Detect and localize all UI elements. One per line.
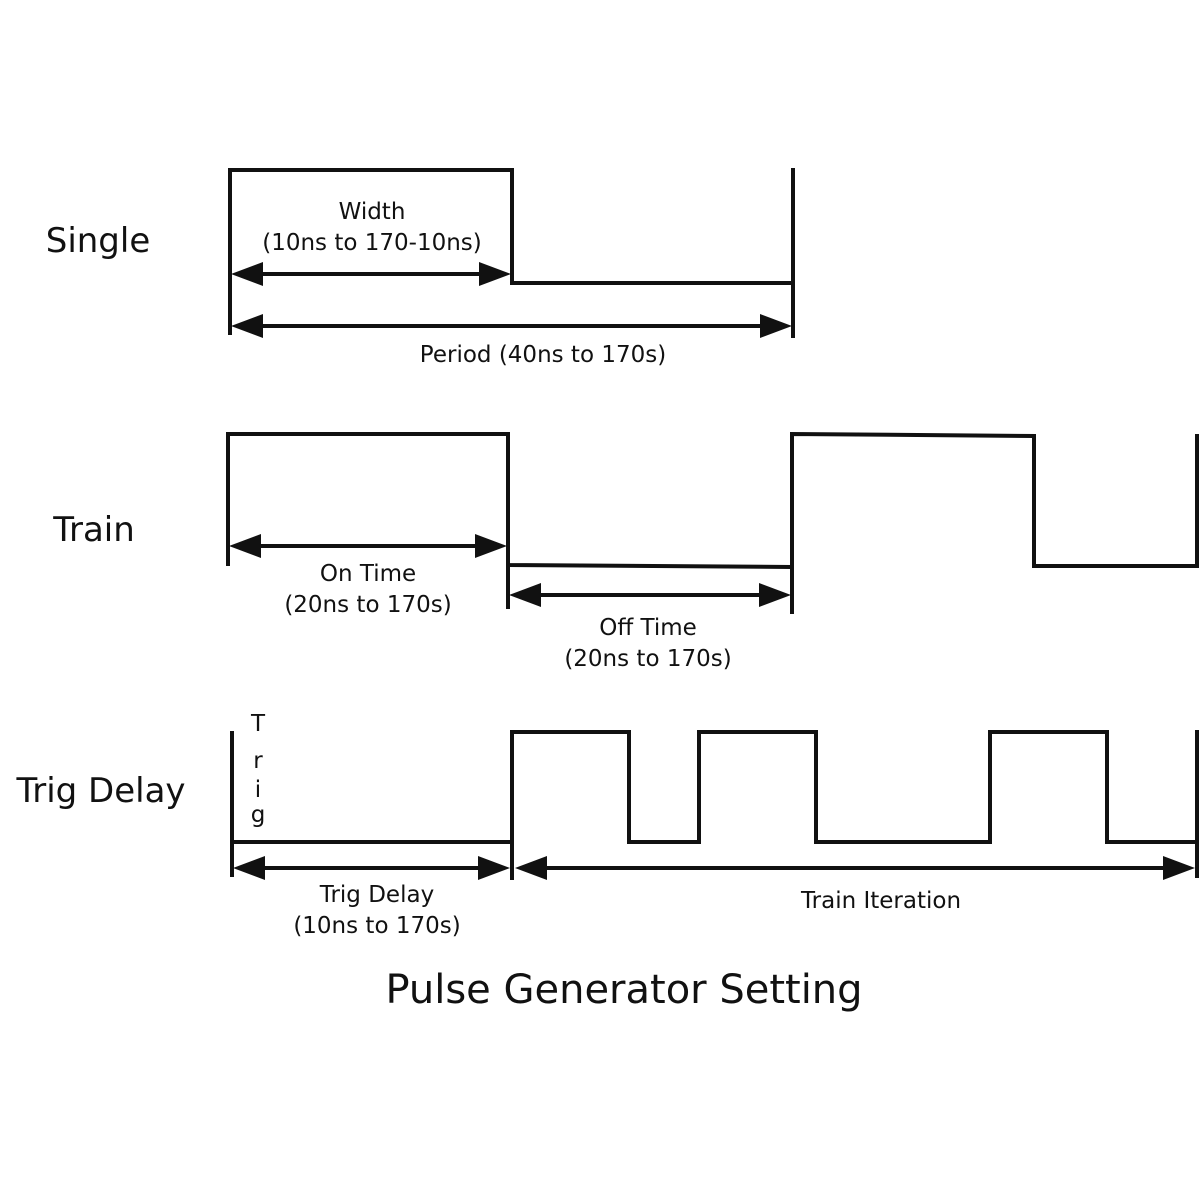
trig-letter-i: i xyxy=(255,777,261,803)
row-label-train: Train xyxy=(52,510,135,550)
off-time-dimension xyxy=(509,583,791,607)
period-arrow-right xyxy=(760,314,792,338)
train-waveform xyxy=(226,431,1199,614)
single-pulse-line xyxy=(228,168,793,335)
off-time-range: (20ns to 170s) xyxy=(564,646,731,672)
row-label-trig-delay: Trig Delay xyxy=(15,771,185,811)
single-waveform xyxy=(228,168,795,338)
width-arrow-left xyxy=(231,262,263,286)
on-time-arrow-right xyxy=(475,534,507,558)
off-time-arrow-left xyxy=(509,583,541,607)
trig-vertical-label: T r i g xyxy=(250,711,266,828)
train-iteration-dimension xyxy=(515,856,1195,880)
on-time-label: On Time xyxy=(320,561,416,587)
train-iteration-label: Train Iteration xyxy=(800,888,961,914)
trig-delay-pulse-train xyxy=(232,730,1197,844)
diagram-title: Pulse Generator Setting xyxy=(385,967,862,1013)
train-pulse-2 xyxy=(790,431,1199,614)
trig-delay-arrow-right xyxy=(478,856,510,880)
on-time-arrow-left xyxy=(229,534,261,558)
width-range: (10ns to 170-10ns) xyxy=(262,230,482,256)
trig-delay-dimension xyxy=(233,856,510,880)
trig-delay-range: (10ns to 170s) xyxy=(293,913,460,939)
train-iteration-arrow-right xyxy=(1163,856,1195,880)
off-time-arrow-right xyxy=(759,583,791,607)
single-period-dimension xyxy=(231,314,792,338)
trig-delay-waveform xyxy=(230,730,1199,880)
off-time-label: Off Time xyxy=(599,615,697,641)
row-label-single: Single xyxy=(46,221,151,261)
on-time-dimension xyxy=(229,534,507,558)
width-label: Width xyxy=(339,199,406,225)
single-width-dimension xyxy=(231,262,511,286)
trig-letter-g: g xyxy=(251,802,266,828)
trig-letter-r: r xyxy=(253,748,263,774)
period-arrow-left xyxy=(231,314,263,338)
trig-delay-arrow-left xyxy=(233,856,265,880)
trig-delay-label: Trig Delay xyxy=(319,882,434,908)
on-time-range: (20ns to 170s) xyxy=(284,592,451,618)
period-label: Period (40ns to 170s) xyxy=(420,342,666,368)
trig-letter-t: T xyxy=(250,711,266,737)
train-iteration-arrow-left xyxy=(515,856,547,880)
width-arrow-right xyxy=(479,262,511,286)
train-pulse-1 xyxy=(226,432,793,569)
